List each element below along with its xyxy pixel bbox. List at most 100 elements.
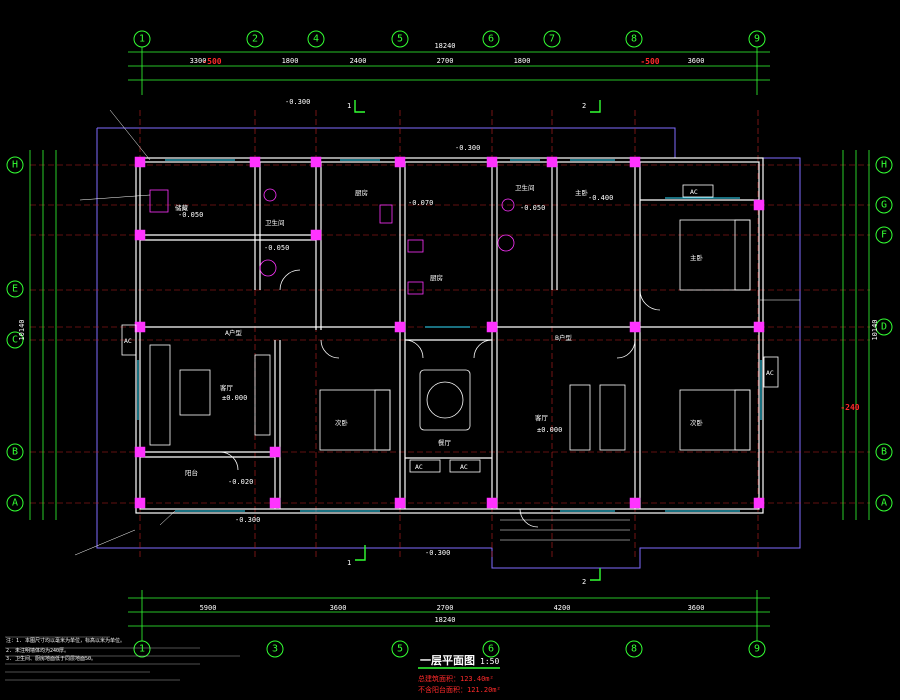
room-label: 客厅 (535, 413, 549, 422)
room-label: 阳台 (185, 468, 198, 477)
dimension-lines (29, 47, 870, 641)
elevation-mark: -0.050 (520, 204, 545, 212)
area-net: 不含阳台面积：121.20m² (418, 685, 501, 694)
drawing-title-text: 一层平面图 (420, 654, 475, 667)
ac-label: AC (690, 188, 698, 196)
entrance-steps (500, 519, 630, 541)
grid-label: B (12, 447, 18, 458)
grid-bubbles-sides (6, 156, 893, 512)
grid-label: 2 (252, 34, 258, 45)
grid-label: 7 (549, 34, 555, 45)
elevation-mark: -0.070 (408, 199, 433, 207)
bottom-dim-seg: 3600 (330, 604, 347, 612)
red-dim-mark: -500 (202, 57, 221, 66)
grid-label: 6 (488, 34, 494, 45)
grid-label: 1 (139, 644, 145, 655)
area-total: 总建筑面积：123.40m² (418, 674, 494, 683)
red-dim-mark: -500 (640, 57, 659, 66)
ac-label: AC (415, 463, 423, 471)
bottom-dim-seg: 3600 (688, 604, 705, 612)
grid-labels-top: 1 2 4 5 6 7 8 9 (139, 34, 760, 45)
red-marks: -500 -500 -240 (202, 57, 859, 412)
grid-label: H (881, 160, 887, 171)
top-dim-seg: 1800 (282, 57, 299, 65)
ac-label: AC (766, 369, 774, 377)
grid-label: 5 (397, 644, 403, 655)
section-number: 2 (582, 578, 586, 586)
room-label: A户型 (225, 328, 242, 337)
top-dim-seg: 2400 (350, 57, 367, 65)
grid-label: D (881, 322, 887, 333)
drawing-title: 一层平面图 1:50 总建筑面积：123.40m² 不含阳台面积：121.20m… (418, 654, 501, 694)
grid-label: 9 (754, 34, 760, 45)
elevation-mark: -0.300 (455, 144, 480, 152)
top-total-dim: 18240 (434, 42, 455, 50)
right-total-dim: 10140 (871, 319, 879, 340)
bottom-total-dim: 18240 (434, 616, 455, 624)
room-label: 卫生间 (265, 218, 285, 227)
drawing-scale: 1:50 (480, 657, 499, 666)
elevation-mark: ±0.000 (222, 394, 247, 402)
elevation-mark: ±0.000 (537, 426, 562, 434)
axis-grid (30, 110, 870, 560)
living-furniture (149, 344, 626, 451)
eave-outline (96, 127, 801, 569)
grid-label: F (881, 230, 887, 241)
grid-label: A (12, 498, 18, 509)
red-dim-mark: -240 (840, 403, 859, 412)
section-numbers: 1 2 1 2 (347, 102, 586, 586)
ac-units (121, 184, 779, 473)
note-line: 注：1. 本图尺寸均以毫米为单位，标高以米为单位。 (6, 637, 125, 644)
grid-label: E (12, 284, 18, 295)
structural-columns (134, 156, 765, 509)
room-label: 餐厅 (438, 438, 452, 447)
grid-label: C (12, 335, 18, 346)
room-label: 厨房 (355, 188, 368, 197)
room-label: 客厅 (220, 383, 234, 392)
grid-label: 3 (272, 644, 278, 655)
room-label: 主卧 (575, 188, 589, 197)
left-total-dim: 10140 (18, 319, 26, 340)
room-label: 储藏 (175, 203, 189, 212)
section-markers (354, 100, 601, 581)
windows (137, 159, 762, 512)
walls (135, 157, 764, 514)
grid-labels-bottom: 1 3 5 6 8 9 (139, 644, 760, 655)
grid-labels-left: H E C B A (12, 160, 18, 509)
room-label: 主卧 (690, 253, 704, 262)
elevation-mark: -0.300 (285, 98, 310, 106)
grid-labels-right: H G F D B A (881, 160, 887, 509)
grid-label: 8 (631, 644, 637, 655)
elevation-mark: -0.400 (588, 194, 613, 202)
notes: 注：1. 本图尺寸均以毫米为单位，标高以米为单位。 2. 未注明墙体均为240厚… (6, 637, 125, 662)
section-number: 1 (347, 559, 351, 567)
elevations: -0.300 -0.300 -0.300 -0.300 -0.020 ±0.00… (178, 98, 613, 557)
ac-labels: AC AC AC AC AC (124, 188, 774, 471)
grid-label: H (12, 160, 18, 171)
leader-lines (74, 109, 800, 556)
note-line: 2. 未注明墙体均为240厚。 (6, 647, 69, 654)
grid-label: A (881, 498, 887, 509)
room-label: 次卧 (690, 418, 704, 427)
room-labels: 卫生间 卫生间 厨房 厨房 主卧 次卧 次卧 主卧 客厅 客厅 餐厅 A户型 B… (175, 183, 704, 477)
room-label: 次卧 (335, 418, 349, 427)
bottom-dim-seg: 4200 (554, 604, 571, 612)
room-label: 卫生间 (515, 183, 535, 192)
ac-label: AC (460, 463, 468, 471)
elevation-mark: -0.020 (228, 478, 253, 486)
room-label: 厨房 (430, 273, 443, 282)
top-dim-seg: 1800 (514, 57, 531, 65)
ac-label: AC (124, 337, 132, 345)
room-label: B户型 (555, 333, 572, 342)
notes-block (5, 636, 240, 681)
elevation-mark: -0.050 (178, 211, 203, 219)
section-number: 1 (347, 102, 351, 110)
elevation-mark: -0.050 (264, 244, 289, 252)
grid-label: 6 (488, 644, 494, 655)
doors (219, 269, 661, 528)
grid-label: 5 (397, 34, 403, 45)
top-dim-seg: 2700 (437, 57, 454, 65)
fixtures (149, 188, 515, 295)
bottom-dim-seg: 5900 (200, 604, 217, 612)
grid-label: G (881, 200, 887, 211)
